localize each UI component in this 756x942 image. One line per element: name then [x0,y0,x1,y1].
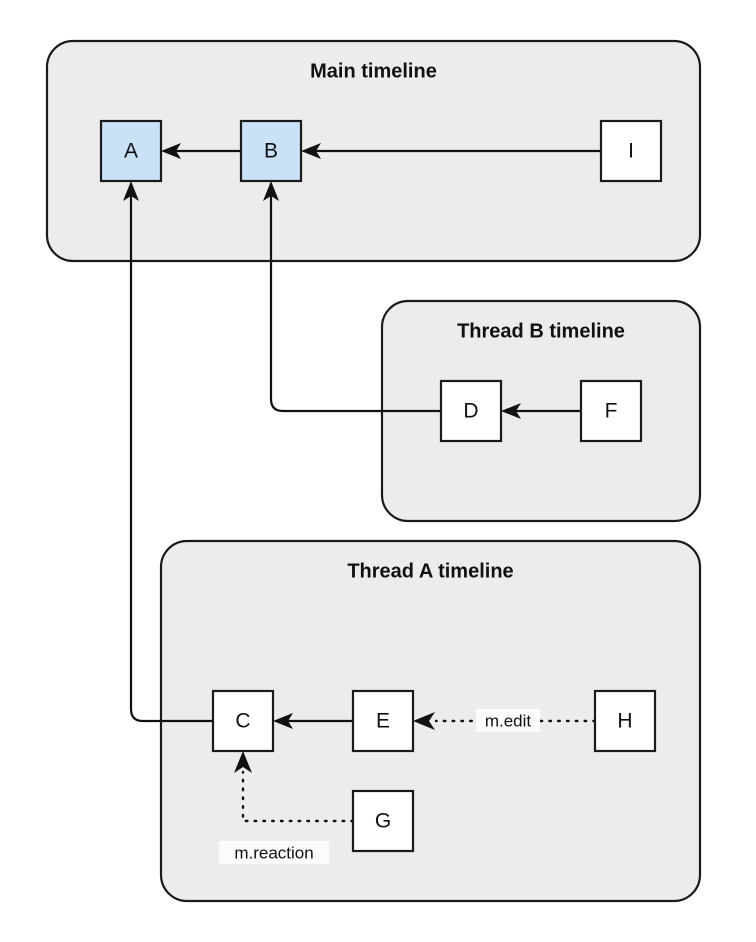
edge-e-to-c [273,713,353,729]
node-g-box[interactable] [351,789,415,853]
node-a-label: A [124,140,138,163]
node-d-box[interactable] [439,379,503,443]
edge-d-to-b-path [269,196,441,413]
node-g-label: G [375,810,391,833]
node-i[interactable]: I [599,119,663,183]
edge-f-to-d-arrowhead [501,403,521,419]
node-h[interactable]: H [593,689,657,753]
edge-c-to-a-arrowhead [123,181,139,201]
edge-i-to-b-arrowhead [301,143,321,159]
node-d[interactable]: D [439,379,503,443]
edge-b-to-a [161,143,241,159]
node-a-box[interactable] [99,119,163,183]
edge-c-to-a [123,181,213,723]
node-f-label: F [605,400,618,423]
node-i-label: I [628,140,634,163]
panel-main-title: Main timeline [310,60,437,82]
node-e-box[interactable] [351,689,415,753]
edge-c-to-a-path [129,196,213,723]
edge-g-to-c: m.reaction [219,751,355,864]
node-c-box[interactable] [211,689,275,753]
node-f[interactable]: F [579,379,643,443]
edge-f-to-d [501,403,581,419]
node-f-box[interactable] [579,379,643,443]
node-b-label: B [264,140,278,163]
edge-g-to-c-label: m.reaction [234,843,313,862]
edge-h-to-e-label-bg [476,709,540,732]
node-c[interactable]: C [211,689,275,753]
node-b[interactable]: B [239,119,303,183]
edge-g-to-c-arrowhead [234,751,252,773]
edge-h-to-e-arrowhead [413,712,435,730]
node-g[interactable]: G [351,789,415,853]
node-h-box[interactable] [593,689,657,753]
nodes-layer: A B I D F C E G H [99,119,663,853]
node-b-box[interactable] [239,119,303,183]
edges-layer: m.edit m.reaction [123,143,601,864]
node-h-label: H [617,710,632,733]
edge-e-to-c-arrowhead [273,713,293,729]
edge-g-to-c-path [241,770,355,823]
edge-g-to-c-label-bg [219,841,329,864]
edge-h-to-e-label: m.edit [485,711,532,730]
node-c-label: C [235,710,250,733]
node-e-label: E [376,710,390,733]
node-e[interactable]: E [351,689,415,753]
edge-i-to-b [301,143,601,159]
node-a[interactable]: A [99,119,163,183]
edge-h-to-e: m.edit [413,709,597,732]
node-d-label: D [463,400,478,423]
edge-d-to-b [263,181,441,413]
edge-b-to-a-arrowhead [161,143,181,159]
panel-thread-a-title: Thread A timeline [347,560,513,582]
node-i-box[interactable] [599,119,663,183]
panel-thread-b-title: Thread B timeline [457,320,625,342]
edge-d-to-b-arrowhead [263,181,279,201]
